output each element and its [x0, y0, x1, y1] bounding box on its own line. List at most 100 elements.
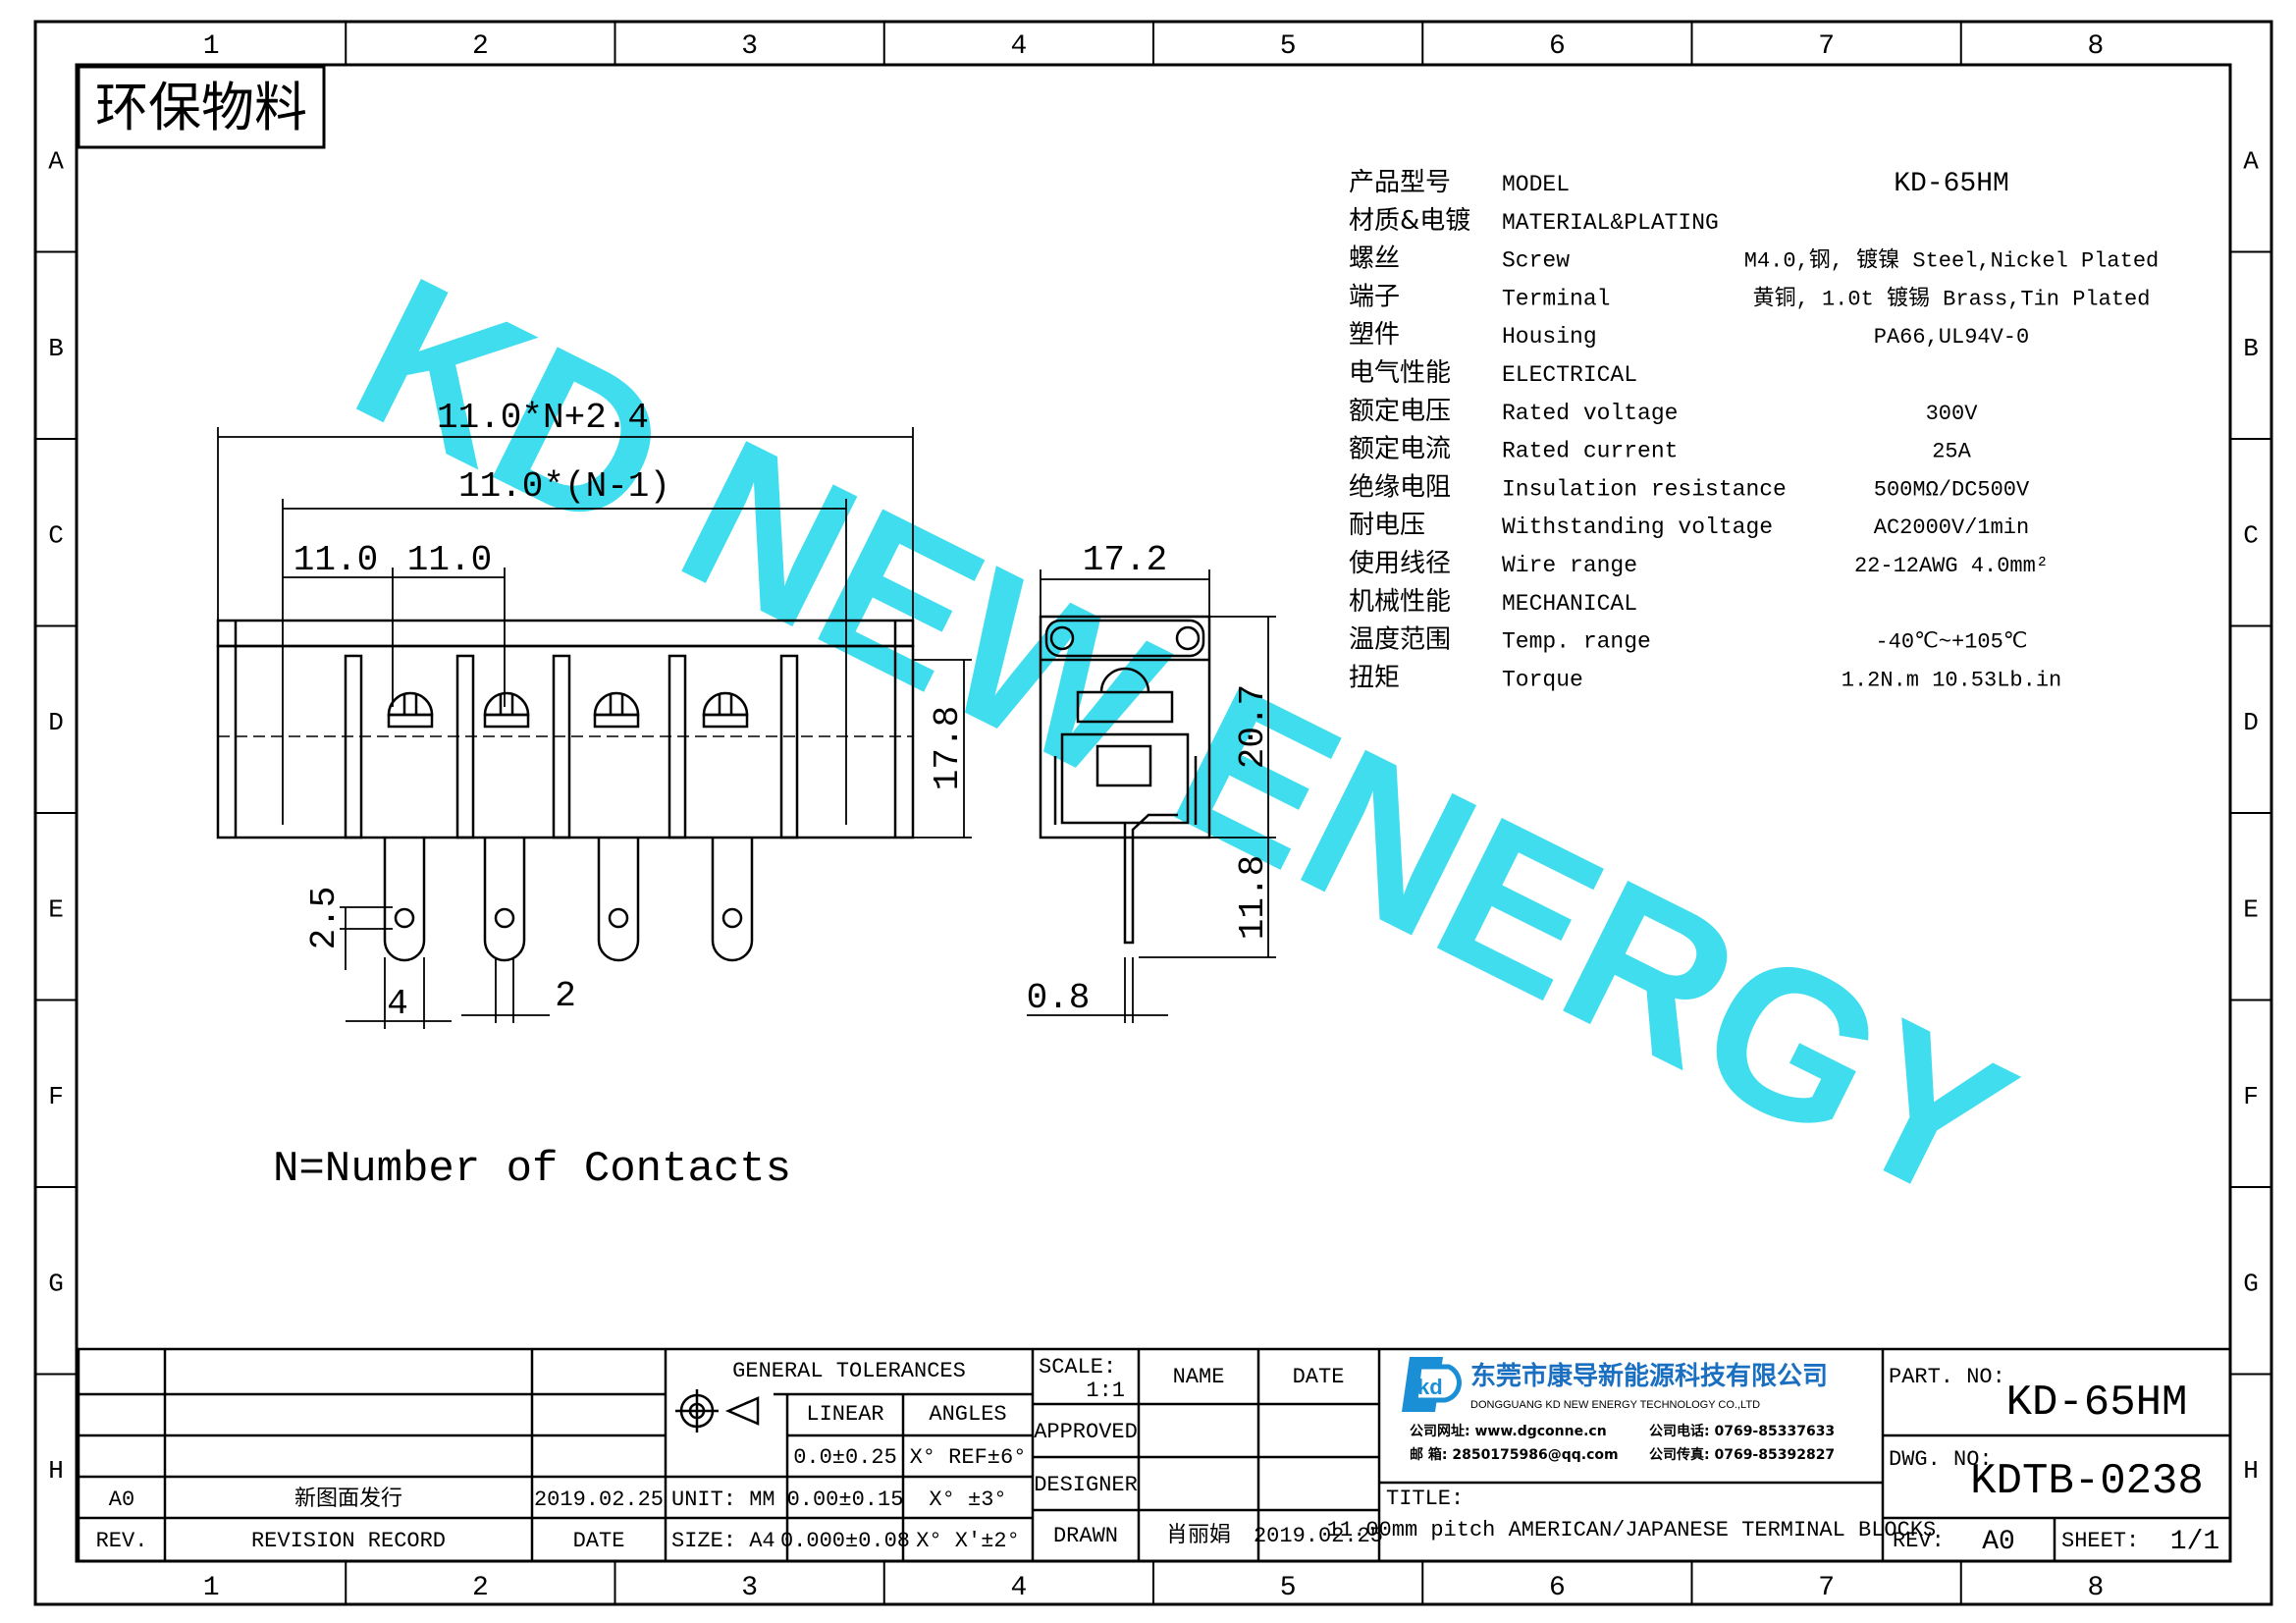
col-label-5-bottom: 5	[1280, 1573, 1297, 1603]
spec-label-en: Wire range	[1502, 553, 1637, 578]
col-label-8-top: 8	[2087, 31, 2104, 62]
side-view	[1039, 615, 1211, 945]
company-phone: 公司电话: 0769-85337633	[1649, 1423, 1835, 1439]
spec-label-en: MATERIAL&PLATING	[1502, 210, 1719, 236]
spec-label-en: Screw	[1502, 248, 1570, 274]
dim-overall: 11.0*N+2.4	[437, 398, 649, 438]
title-label: TITLE:	[1386, 1487, 1464, 1511]
dim-hole-offset: 2	[555, 976, 576, 1016]
company-logo: kd	[1402, 1357, 1462, 1412]
row-label-G-right: G	[2243, 1269, 2259, 1298]
company-en: DONGGUANG KD NEW ENERGY TECHNOLOGY CO.,L…	[1470, 1399, 1760, 1411]
dim-pin-width: 4	[387, 984, 408, 1024]
dim-pitch-a: 11.0	[294, 540, 378, 580]
spec-label-zh: 扭矩	[1349, 663, 1400, 692]
rev-record: 新图面发行	[294, 1487, 402, 1511]
row-label-A-left: A	[48, 146, 64, 176]
company-fax: 公司传真: 0769-85392827	[1649, 1446, 1835, 1463]
spec-label-zh: 额定电流	[1349, 435, 1451, 464]
row-label-B-right: B	[2243, 334, 2259, 363]
spec-label-en: Rated current	[1502, 439, 1678, 464]
dim-pin-thickness: 0.8	[1027, 978, 1091, 1018]
row-label-F-right: F	[2243, 1082, 2259, 1111]
contacts-note: N=Number of Contacts	[273, 1145, 791, 1194]
date-header: DATE	[1293, 1365, 1345, 1389]
col-label-1-bottom: 1	[203, 1573, 220, 1603]
part-no-label: PART. NO:	[1889, 1365, 2005, 1389]
dim-depth: 17.2	[1083, 540, 1167, 580]
tol-linear-2: 0.00±0.15	[787, 1488, 904, 1512]
tol-angle-3: X° X'±2°	[916, 1529, 1020, 1553]
dim-height-side: 20.7	[1233, 684, 1273, 769]
dwg-no: KDTB-0238	[1970, 1457, 2204, 1506]
row-label-A-right: A	[2243, 146, 2259, 176]
company-email: 邮 箱: 2850175986@qq.com	[1410, 1446, 1619, 1463]
rev-value: A0	[1982, 1527, 2015, 1557]
pins	[383, 838, 754, 962]
spec-label-en: Housing	[1502, 324, 1597, 350]
rev-date: 2019.02.25	[534, 1488, 664, 1512]
unit: UNIT: MM	[671, 1488, 775, 1512]
rev-header: REV.	[96, 1529, 148, 1553]
spec-label-en: ELECTRICAL	[1502, 362, 1637, 388]
front-view	[216, 619, 915, 962]
spec-value: M4.0,钢, 镀镍 Steel,Nickel Plated	[1744, 248, 2159, 274]
dwg-no-label: DWG. NO:	[1889, 1447, 1993, 1472]
sheet-label: SHEET:	[2061, 1529, 2139, 1553]
svg-text:kd: kd	[1417, 1375, 1443, 1399]
rev-record-header: REVISION RECORD	[251, 1529, 446, 1553]
dim-span: 11.0*(N-1)	[458, 466, 670, 507]
watermark: KD NEW ENERGY	[323, 231, 2045, 1248]
drawn: DRAWN	[1053, 1524, 1118, 1548]
spec-value: KD-65HM	[1894, 169, 2009, 199]
row-label-H-right: H	[2243, 1456, 2259, 1486]
dim-pitch-b: 11.0	[407, 540, 492, 580]
spec-label-en: Rated voltage	[1502, 401, 1678, 426]
row-label-H-left: H	[48, 1456, 64, 1486]
spec-label-en: Temp. range	[1502, 629, 1651, 655]
rev-a0: A0	[109, 1488, 134, 1512]
spec-label-en: Withstanding voltage	[1502, 514, 1773, 540]
col-label-1-top: 1	[203, 31, 220, 62]
angles-header: ANGLES	[929, 1402, 1006, 1427]
row-label-G-left: G	[48, 1269, 64, 1298]
dim-height-front: 17.8	[928, 706, 968, 790]
col-label-6-top: 6	[1549, 31, 1566, 62]
row-label-D-left: D	[48, 708, 64, 737]
size: SIZE: A4	[671, 1529, 775, 1553]
spec-label-zh: 使用线径	[1349, 549, 1451, 578]
row-label-B-left: B	[48, 334, 64, 363]
front-dimensions	[217, 427, 972, 1029]
scale-value: 1:1	[1086, 1379, 1125, 1403]
side-dimensions	[1027, 569, 1276, 1023]
spec-value: PA66,UL94V-0	[1874, 325, 2029, 350]
screw-heads	[387, 691, 749, 729]
name-header: NAME	[1173, 1365, 1225, 1389]
drawn-date: 2019.02.25	[1254, 1524, 1383, 1548]
company-zh: 东莞市康导新能源科技有限公司	[1470, 1361, 1828, 1391]
spec-label-zh: 电气性能	[1349, 358, 1451, 388]
row-label-C-right: C	[2243, 520, 2259, 550]
col-label-3-top: 3	[741, 31, 758, 62]
spec-label-zh: 绝缘电阻	[1349, 472, 1451, 502]
front-dim-labels: 11.0*N+2.4 11.0*(N-1) 11.0 11.0 17.8 2.5…	[294, 398, 968, 1024]
spec-label-zh: 端子	[1349, 282, 1400, 311]
spec-value: AC2000V/1min	[1874, 515, 2029, 540]
projection-symbol	[675, 1389, 760, 1433]
spec-value: 22-12AWG 4.0mm²	[1854, 554, 2049, 578]
eco-badge-box	[77, 65, 326, 149]
rev-date-header: DATE	[573, 1529, 625, 1553]
drawing-title: 11.00mm pitch AMERICAN/JAPANESE TERMINAL…	[1327, 1518, 1937, 1542]
col-label-4-bottom: 4	[1010, 1573, 1027, 1603]
spec-value: 黄铜, 1.0t 镀锡 Brass,Tin Plated	[1753, 286, 2151, 311]
dim-pin-length: 11.8	[1233, 855, 1273, 940]
spec-value: 25A	[1932, 440, 1971, 464]
spec-label-zh: 螺丝	[1349, 244, 1400, 274]
row-label-E-left: E	[48, 894, 64, 924]
spec-label-zh: 耐电压	[1349, 511, 1425, 540]
title-block-text: A0 新图面发行 2019.02.25 REV. REVISION RECORD…	[96, 1355, 2220, 1557]
spec-label-zh: 额定电压	[1349, 397, 1451, 426]
